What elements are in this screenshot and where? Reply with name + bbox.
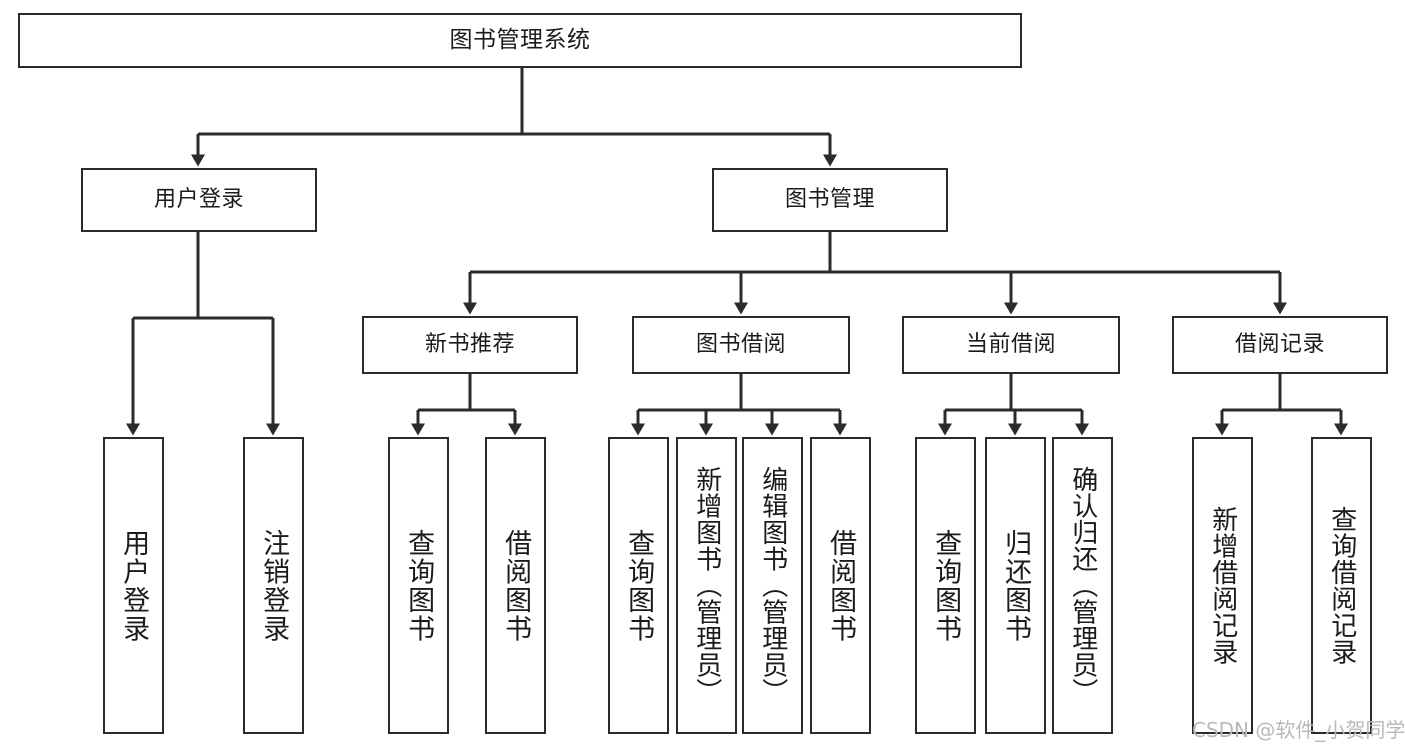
- node-label: 归还图书: [1000, 528, 1032, 643]
- node-root-book-management-system[interactable]: 图书管理系统: [18, 13, 1022, 68]
- leaf-user-logout[interactable]: 注销登录: [243, 437, 304, 734]
- node-book-management[interactable]: 图书管理: [712, 168, 948, 232]
- leaf-edit-book-admin[interactable]: 编辑图书（管理员）: [742, 437, 803, 734]
- csdn-watermark: CSDN @软件_小贺同学: [1192, 718, 1405, 742]
- leaf-query-book-recommend[interactable]: 查询图书: [388, 437, 449, 734]
- node-label: 图书管理: [784, 187, 875, 213]
- leaf-query-book-current[interactable]: 查询图书: [915, 437, 976, 734]
- node-user-login[interactable]: 用户登录: [81, 168, 317, 232]
- node-label: 查询图书: [403, 528, 435, 643]
- leaf-user-login[interactable]: 用户登录: [103, 437, 164, 734]
- node-label: 查询图书: [930, 528, 962, 643]
- node-label: 新增图书（管理员）: [691, 466, 722, 705]
- node-label: 图书借阅: [695, 332, 786, 358]
- leaf-add-borrow-record[interactable]: 新增借阅记录: [1192, 437, 1253, 734]
- leaf-borrow-book-recommend[interactable]: 借阅图书: [485, 437, 546, 734]
- node-label: 查询借阅记录: [1326, 506, 1357, 665]
- node-label: 新增借阅记录: [1207, 506, 1238, 665]
- node-label: 当前借阅: [965, 332, 1056, 358]
- node-book-borrow[interactable]: 图书借阅: [632, 316, 850, 374]
- leaf-query-book-borrow[interactable]: 查询图书: [608, 437, 669, 734]
- node-label: 借阅图书: [500, 528, 532, 643]
- node-new-book-recommend[interactable]: 新书推荐: [362, 316, 578, 374]
- leaf-query-borrow-record[interactable]: 查询借阅记录: [1311, 437, 1372, 734]
- node-label: 注销登录: [258, 528, 290, 643]
- node-label: 确认归还（管理员）: [1067, 466, 1098, 705]
- leaf-confirm-return-admin[interactable]: 确认归还（管理员）: [1052, 437, 1113, 734]
- node-label: 查询图书: [623, 528, 655, 643]
- node-label: 编辑图书（管理员）: [757, 466, 788, 705]
- node-label: 借阅图书: [825, 528, 857, 643]
- leaf-borrow-book[interactable]: 借阅图书: [810, 437, 871, 734]
- node-label: 图书管理系统: [449, 27, 591, 54]
- node-label: 用户登录: [153, 187, 244, 213]
- leaf-return-book[interactable]: 归还图书: [985, 437, 1046, 734]
- node-label: 新书推荐: [424, 332, 515, 358]
- leaf-add-book-admin[interactable]: 新增图书（管理员）: [676, 437, 737, 734]
- node-label: 借阅记录: [1234, 332, 1325, 358]
- node-label: 用户登录: [118, 528, 150, 643]
- node-current-borrow[interactable]: 当前借阅: [902, 316, 1120, 374]
- node-borrow-record[interactable]: 借阅记录: [1172, 316, 1388, 374]
